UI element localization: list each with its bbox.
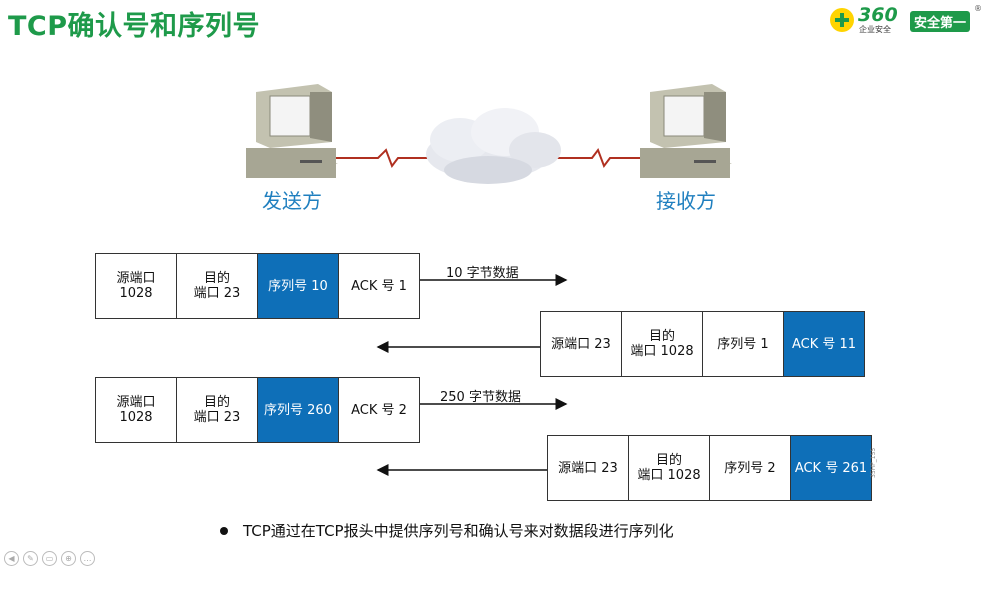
receiver-label: 接收方 — [656, 189, 716, 213]
prev-slide-icon[interactable]: ◀ — [4, 551, 19, 566]
brand-logo: 360 企业安全 安全第一 ® — [830, 4, 982, 36]
brand-subtitle: 企业安全 — [859, 25, 891, 34]
figure-id: 35HP_155 — [870, 447, 877, 478]
brand-badge: 安全第一 — [910, 11, 971, 32]
sequence-number-cell: 序列号 1 — [703, 312, 784, 376]
link-left — [330, 148, 430, 169]
arrow-label-1: 10 字节数据 — [446, 266, 519, 281]
registered-mark: ® — [974, 4, 982, 13]
slides-icon[interactable]: ▭ — [42, 551, 57, 566]
ack-number-cell: ACK 号 2 — [351, 402, 407, 418]
tcp-segment-3: 源端口 1028 目的 端口 23 序列号 260 ACK 号 2 — [95, 377, 420, 443]
sequence-number-cell: 序列号 260 — [258, 378, 339, 442]
source-port-cell: 源端口 23 — [541, 312, 622, 376]
sender-computer-icon — [246, 84, 338, 178]
source-port-cell: 源端口 1028 — [96, 254, 177, 318]
link-right — [555, 147, 655, 169]
tcp-segment-4: 源端口 23 目的 端口 1028 序列号 2 ACK 号 261 — [547, 435, 872, 501]
ack-number-cell: ACK 号 11 — [784, 312, 864, 376]
dest-port-cell: 目的 端口 23 — [177, 254, 258, 318]
ack-number-cell: ACK 号 261 — [791, 436, 871, 500]
zoom-icon[interactable]: ⊕ — [61, 551, 76, 566]
bullet-text: TCP通过在TCP报头中提供序列号和确认号来对数据段进行序列化 — [243, 522, 674, 540]
pen-icon[interactable]: ✎ — [23, 551, 38, 566]
slide-toolbar: ◀ ✎ ▭ ⊕ … — [4, 551, 95, 566]
sequence-number-cell: 序列号 10 — [258, 254, 339, 318]
arrow-label-2: 250 字节数据 — [440, 390, 521, 405]
more-icon[interactable]: … — [80, 551, 95, 566]
brand-number: 360 — [858, 4, 898, 26]
source-port-cell: 源端口 1028 — [96, 378, 177, 442]
page-title: TCP确认号和序列号 — [8, 11, 261, 42]
dest-port-cell: 目的 端口 23 — [177, 378, 258, 442]
cloud-icon — [426, 108, 561, 184]
dest-port-cell: 目的 端口 1028 — [622, 312, 703, 376]
receiver-computer-icon — [640, 84, 732, 178]
bullet-point: TCP通过在TCP报头中提供序列号和确认号来对数据段进行序列化 — [220, 520, 674, 541]
tcp-segment-2: 源端口 23 目的 端口 1028 序列号 1 ACK 号 11 — [540, 311, 865, 377]
bullet-icon — [220, 526, 228, 535]
dest-port-cell: 目的 端口 1028 — [629, 436, 710, 500]
sender-label: 发送方 — [262, 189, 322, 213]
360-logo-icon — [830, 8, 854, 32]
ack-number-cell: ACK 号 1 — [351, 278, 407, 294]
sequence-number-cell: 序列号 2 — [710, 436, 791, 500]
tcp-segment-1: 源端口 1028 目的 端口 23 序列号 10 ACK 号 1 — [95, 253, 420, 319]
source-port-cell: 源端口 23 — [548, 436, 629, 500]
